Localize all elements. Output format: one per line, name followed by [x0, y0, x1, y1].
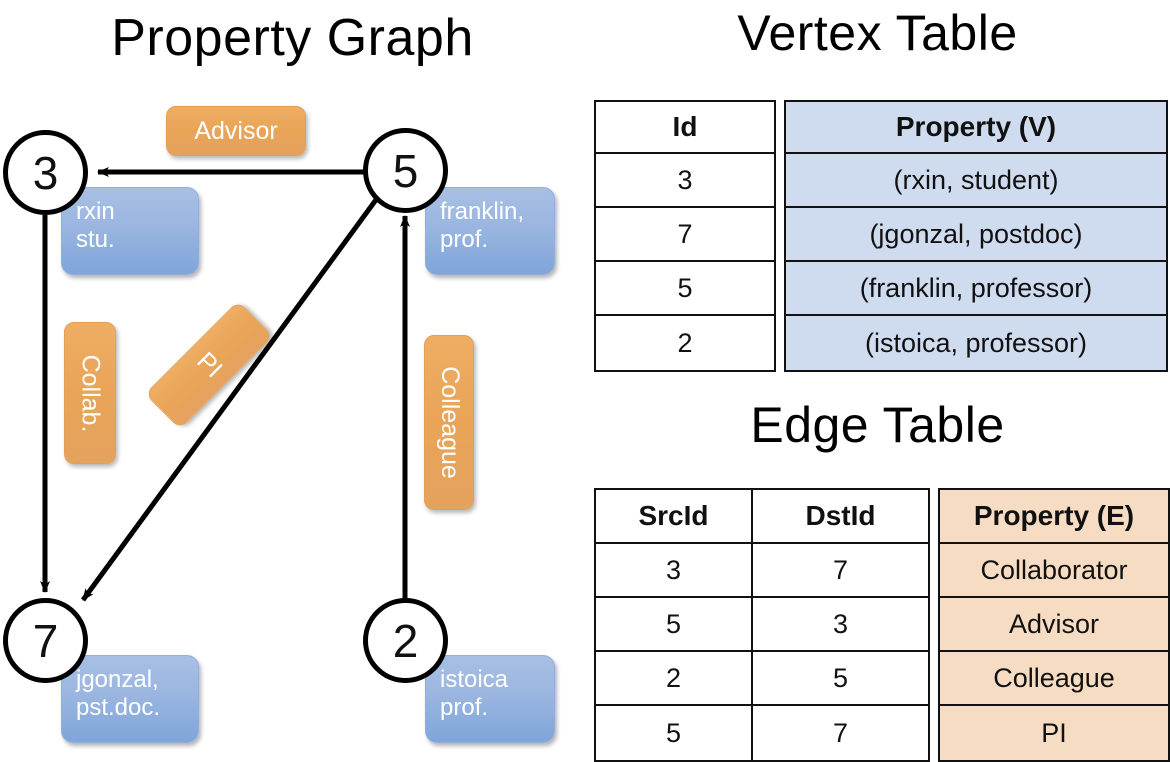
graph-vertex-5[interactable]: 5	[363, 128, 448, 213]
vertex-table-cell-property: (rxin, student)	[786, 154, 1166, 208]
vertex-property-box-5-line1: franklin,	[440, 198, 525, 225]
vertex-property-box-3-line2: stu.	[76, 226, 115, 254]
vertex-table-header-id: Id	[596, 102, 774, 154]
graph-vertex-7-label: 7	[32, 614, 59, 667]
edge-label-colleague[interactable]: Colleague	[424, 335, 474, 510]
edge-table-property-column: Property (E) Collaborator Advisor Collea…	[938, 488, 1170, 762]
graph-vertex-2[interactable]: 2	[363, 598, 448, 683]
edge-table-cell-property: PI	[940, 706, 1168, 760]
edge-label-advisor[interactable]: Advisor	[166, 106, 306, 156]
vertex-table-header-property: Property (V)	[786, 102, 1166, 154]
edge-table-cell-srcid: 5	[596, 598, 751, 652]
edge-label-collab[interactable]: Collab.	[64, 322, 116, 464]
graph-vertex-3-label: 3	[32, 146, 59, 199]
edge-table: SrcId 3 5 2 5 DstId 7 3 5 7 Property (E)…	[594, 488, 1170, 762]
vertex-property-box-2-line2: prof.	[440, 694, 489, 722]
edge-table-header-srcid: SrcId	[596, 490, 751, 544]
edge-5-to-7	[80, 195, 381, 602]
edge-table-cell-srcid: 3	[596, 544, 751, 598]
edge-table-cell-property: Advisor	[940, 598, 1168, 652]
edge-table-cell-dstid: 3	[753, 598, 928, 652]
vertex-table-id-column: Id 3 7 5 2	[594, 100, 776, 372]
edge-table-header-property: Property (E)	[940, 490, 1168, 544]
vertex-property-box-2[interactable]: istoica prof.	[425, 655, 555, 743]
edge-table-header-dstid: DstId	[753, 490, 928, 544]
edge-label-collab-text: Collab.	[76, 354, 105, 432]
vertex-property-box-5-line2: prof.	[440, 226, 489, 254]
vertex-property-box-2-line1: istoica	[440, 666, 509, 693]
vertex-table-cell-id: 3	[596, 154, 774, 208]
edge-table-dstid-column: DstId 7 3 5 7	[753, 488, 930, 762]
edge-table-cell-srcid: 5	[665, 717, 682, 748]
page-title-vertex-table: Vertex Table	[737, 5, 1018, 61]
graph-vertex-3[interactable]: 3	[3, 130, 88, 215]
vertex-table-cell-id: 2	[677, 327, 693, 358]
vertex-table: Id 3 7 5 2 Property (V) (rxin, student) …	[594, 100, 1168, 372]
vertex-table-cell-id: 7	[596, 208, 774, 262]
edge-label-colleague-text: Colleague	[435, 366, 464, 479]
edge-table-cell-property: Colleague	[940, 652, 1168, 706]
vertex-property-box-3-line1: rxin	[76, 198, 115, 225]
edge-label-pi-text: PI	[191, 346, 228, 383]
graph-edges	[40, 167, 410, 602]
edge-table-cell-dstid: 7	[753, 544, 928, 598]
edge-table-cell-dstid: 7	[832, 717, 849, 748]
vertex-property-box-7-line1: jgonzal,	[76, 666, 159, 693]
vertex-table-cell-id: 5	[596, 262, 774, 316]
edge-table-cell-property: Collaborator	[940, 544, 1168, 598]
edge-label-advisor-text: Advisor	[194, 116, 278, 145]
vertex-table-cell-property: (franklin, professor)	[786, 262, 1166, 316]
vertex-table-cell-property: (istoica, professor)	[786, 316, 1166, 370]
page-title-property-graph: Property Graph	[111, 9, 474, 67]
graph-vertex-7[interactable]: 7	[3, 598, 88, 683]
vertex-property-box-7[interactable]: jgonzal, pst.doc.	[61, 655, 199, 743]
vertex-table-property-column: Property (V) (rxin, student) (jgonzal, p…	[784, 100, 1168, 372]
edge-table-cell-srcid: 2	[596, 652, 751, 706]
vertex-table-cell-property: (jgonzal, postdoc)	[786, 208, 1166, 262]
vertex-property-box-5[interactable]: franklin, prof.	[425, 187, 555, 275]
vertex-property-box-7-line2: pst.doc.	[76, 694, 161, 722]
vertex-property-box-3[interactable]: rxin stu.	[61, 187, 199, 275]
edge-table-srcid-column: SrcId 3 5 2 5	[594, 488, 753, 762]
graph-vertex-5-label: 5	[392, 144, 419, 197]
page-title-edge-table: Edge Table	[750, 397, 1005, 453]
edge-table-cell-dstid: 5	[753, 652, 928, 706]
graph-vertex-2-label: 2	[392, 614, 419, 667]
